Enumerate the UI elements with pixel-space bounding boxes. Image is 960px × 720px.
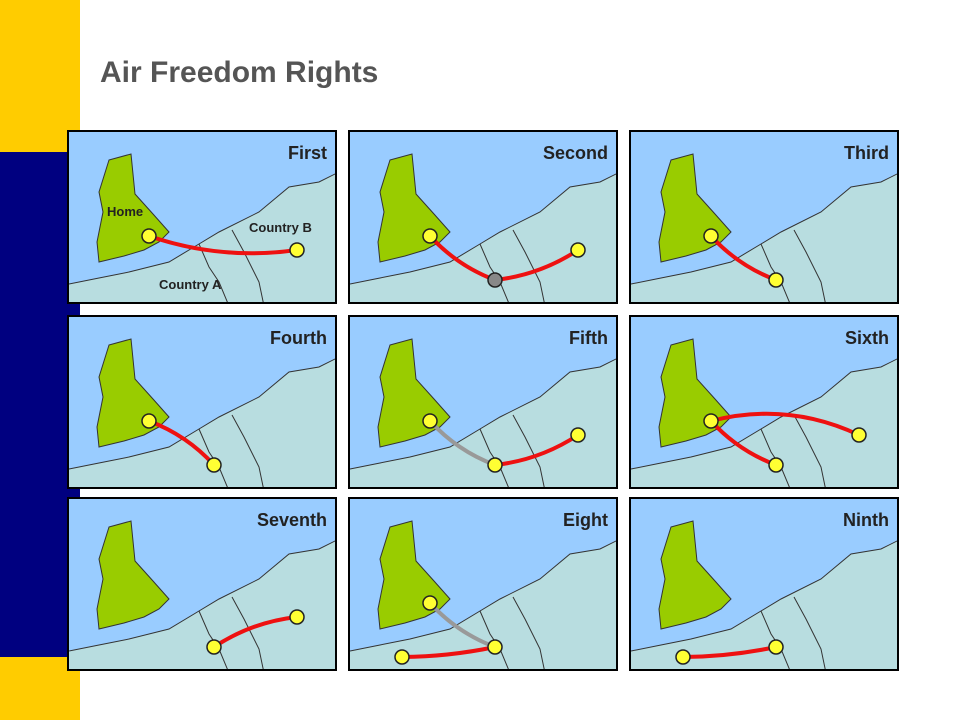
map-svg (69, 132, 335, 302)
airport-b (851, 427, 867, 443)
airport-a (206, 457, 222, 473)
airport-a (487, 639, 503, 655)
home-country (658, 520, 732, 630)
map-svg (69, 317, 335, 487)
border-b (512, 414, 545, 487)
map-svg (631, 499, 897, 669)
map-svg (350, 132, 616, 302)
coastline (69, 540, 335, 652)
panel-fourth: Fourth (67, 315, 337, 489)
coastline (631, 358, 897, 470)
panel-label: Third (844, 143, 889, 163)
page-title: Air Freedom Rights (100, 56, 379, 89)
coastline (350, 173, 616, 285)
coastline (69, 173, 335, 285)
coastline (350, 358, 616, 470)
airport-h (141, 413, 157, 429)
route-arrow-0 (494, 433, 580, 467)
border-b (793, 229, 826, 302)
map-svg (631, 317, 897, 487)
airport-a (487, 457, 503, 473)
airport-h (422, 228, 438, 244)
panel-label: Fourth (270, 328, 327, 348)
airport-a (768, 272, 784, 288)
panel-label: Second (542, 143, 608, 163)
route-arrow-0 (212, 615, 298, 649)
airport-b (289, 242, 305, 258)
coastline (631, 173, 897, 285)
border-b (231, 596, 264, 669)
panel-label: Seventh (256, 510, 327, 530)
map-svg (631, 132, 897, 302)
border-b (793, 414, 826, 487)
map-svg (69, 499, 335, 669)
airport-a (206, 639, 222, 655)
panel-label: Sixth (844, 328, 889, 348)
airport-b (289, 609, 305, 625)
route-arrow-0 (681, 645, 777, 661)
panel-eight: Eight (348, 497, 618, 671)
airport-h (422, 595, 438, 611)
coastline (631, 540, 897, 652)
airport-b (570, 427, 586, 443)
place-label-country-a: Country A (159, 277, 222, 292)
route-arrow-0 (709, 411, 860, 437)
panel-fifth: Fifth (348, 315, 618, 489)
sidebar-navy-bar (0, 152, 80, 657)
panel-label: Fifth (569, 328, 608, 348)
place-label-country-b: Country B (249, 220, 312, 235)
airport-a2 (394, 649, 410, 665)
coastline (69, 358, 335, 470)
airport-h (703, 228, 719, 244)
panel-label: Eight (563, 510, 608, 530)
airport-h (141, 228, 157, 244)
route-arrow-0 (148, 234, 299, 256)
map-svg (350, 317, 616, 487)
border-b (793, 596, 826, 669)
airport-h (703, 413, 719, 429)
border-b (231, 414, 264, 487)
panel-second: Second (348, 130, 618, 304)
place-label-home: Home (107, 204, 144, 219)
border-b (512, 229, 545, 302)
border-a-b (198, 243, 228, 302)
airport-a (768, 457, 784, 473)
coastline (350, 540, 616, 652)
panel-seventh: Seventh (67, 497, 337, 671)
route-arrow-1 (494, 248, 580, 282)
map-svg (350, 499, 616, 669)
panel-third: Third (629, 130, 899, 304)
airport-a (768, 639, 784, 655)
route-arrow-0 (400, 645, 496, 661)
border-b (512, 596, 545, 669)
border-b (231, 229, 264, 302)
airport-a2 (675, 649, 691, 665)
panel-label: Ninth (843, 510, 889, 530)
airport-h (422, 413, 438, 429)
airport-b (570, 242, 586, 258)
airport-a (487, 272, 503, 288)
panel-label: First (287, 143, 327, 163)
home-country (96, 520, 170, 630)
panel-ninth: Ninth (629, 497, 899, 671)
panel-sixth: Sixth (629, 315, 899, 489)
